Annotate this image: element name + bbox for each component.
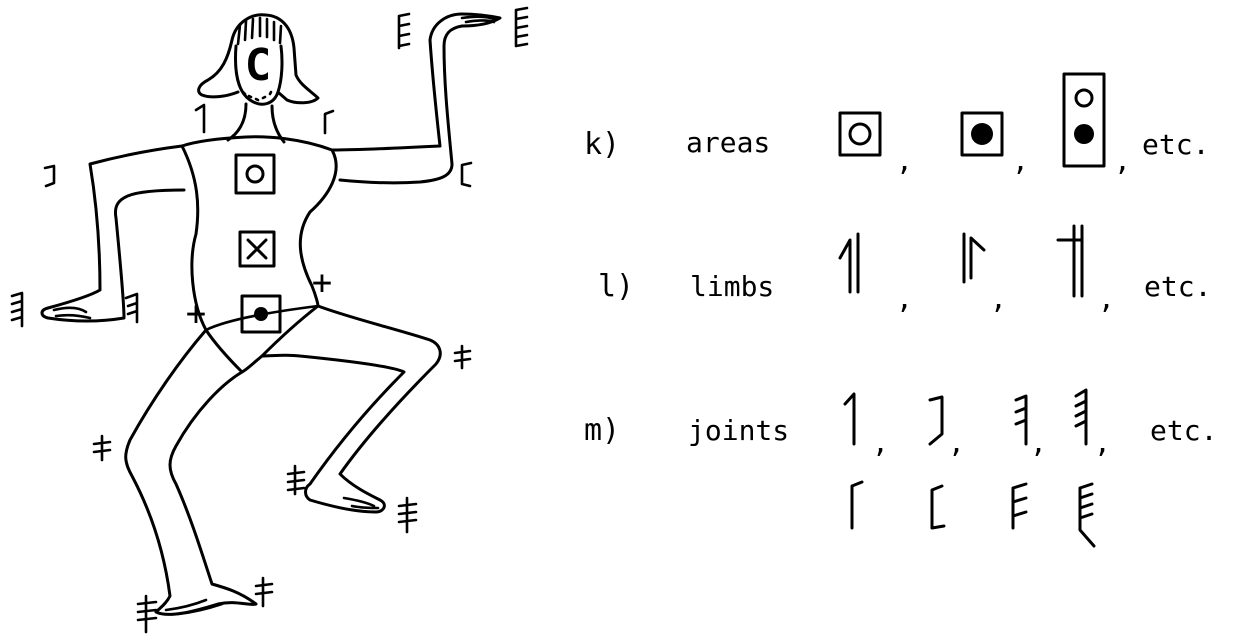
row-key-l: l)	[598, 269, 634, 304]
row-label-limbs: limbs	[690, 270, 774, 303]
row-label-areas: areas	[686, 126, 770, 159]
right-leg	[260, 304, 442, 514]
right-wrist-joint-sign-b	[514, 6, 529, 48]
shoulder-joint-sign-left	[194, 103, 206, 134]
right-arm	[330, 12, 502, 185]
legend-row-limbs: l) limbs , , , etc.	[598, 224, 1211, 315]
right-knee-joint-sign	[453, 344, 472, 370]
beard	[241, 90, 273, 102]
joint-symbol-4	[1074, 388, 1088, 446]
right-ankle-joint-sign-b	[397, 496, 418, 534]
separator: ,	[990, 282, 1007, 315]
joint-symbol-3	[1014, 394, 1028, 446]
body-figure: C +	[10, 6, 529, 634]
limb-symbol-2	[962, 232, 986, 284]
limb-symbol-3	[1056, 224, 1084, 298]
head-symbol: C	[245, 40, 272, 91]
separator: ,	[948, 426, 965, 459]
left-wrist-joint-sign-b	[124, 292, 139, 324]
joint-symbol-6	[930, 484, 946, 530]
legend-row-areas: k) areas , , , etc.	[584, 72, 1209, 177]
hair-outline	[197, 13, 320, 105]
separator: ,	[896, 144, 913, 177]
left-wrist-joint-sign-a	[10, 291, 24, 328]
right-wrist-joint-sign-a	[397, 12, 411, 50]
row-label-joints: joints	[688, 414, 789, 447]
joint-symbol-8	[1078, 482, 1096, 548]
row-trailing-etc-limbs: etc.	[1144, 270, 1211, 303]
area-symbol-filled-circle	[960, 111, 1004, 157]
right-hip-marker: +	[312, 263, 332, 303]
legend: k) areas , , , etc. l) limbs	[584, 72, 1217, 548]
row-key-k: k)	[584, 127, 620, 162]
area-symbol-open-circle	[838, 111, 882, 157]
separator: ,	[1098, 282, 1115, 315]
limb-symbol-1	[838, 232, 860, 294]
hair-fringe	[236, 16, 283, 46]
torso-area-bottom	[240, 294, 282, 334]
left-arm	[40, 144, 186, 323]
left-elbow-joint-sign	[43, 164, 56, 188]
joint-symbol-1	[843, 392, 856, 446]
face-outline	[234, 44, 284, 106]
torso-outline	[180, 135, 338, 374]
right-hand-fingers	[460, 15, 498, 24]
row-trailing-etc-areas: etc.	[1142, 128, 1209, 161]
left-ankle-joint-sign-a	[136, 594, 158, 634]
left-ankle-joint-sign-b	[254, 576, 274, 608]
torso-area-middle	[238, 230, 276, 268]
left-hip-marker: +	[186, 294, 206, 334]
separator: ,	[1012, 144, 1029, 177]
left-foot-toes	[164, 598, 224, 616]
right-ankle-joint-sign-a	[286, 464, 306, 496]
area-symbol-stacked	[1062, 72, 1106, 168]
separator: ,	[872, 426, 889, 459]
legend-row-joints: m) joints , , , , etc.	[584, 388, 1217, 548]
separator: ,	[1114, 144, 1131, 177]
right-foot-toes	[342, 496, 380, 510]
separator: ,	[1094, 426, 1111, 459]
left-leg	[124, 328, 258, 616]
torso-area-top	[234, 153, 276, 195]
left-hand-fingers	[52, 306, 92, 320]
left-knee-joint-sign	[92, 434, 112, 462]
joint-symbol-2	[928, 395, 944, 446]
joint-symbol-7	[1011, 482, 1028, 530]
joint-symbol-5	[850, 480, 864, 530]
right-elbow-joint-sign	[460, 161, 473, 188]
row-trailing-etc-joints: etc.	[1150, 414, 1217, 447]
separator: ,	[896, 282, 913, 315]
row-key-m: m)	[584, 413, 620, 448]
shoulder-joint-sign-right	[323, 109, 335, 135]
waistline	[204, 304, 320, 332]
separator: ,	[1030, 426, 1047, 459]
